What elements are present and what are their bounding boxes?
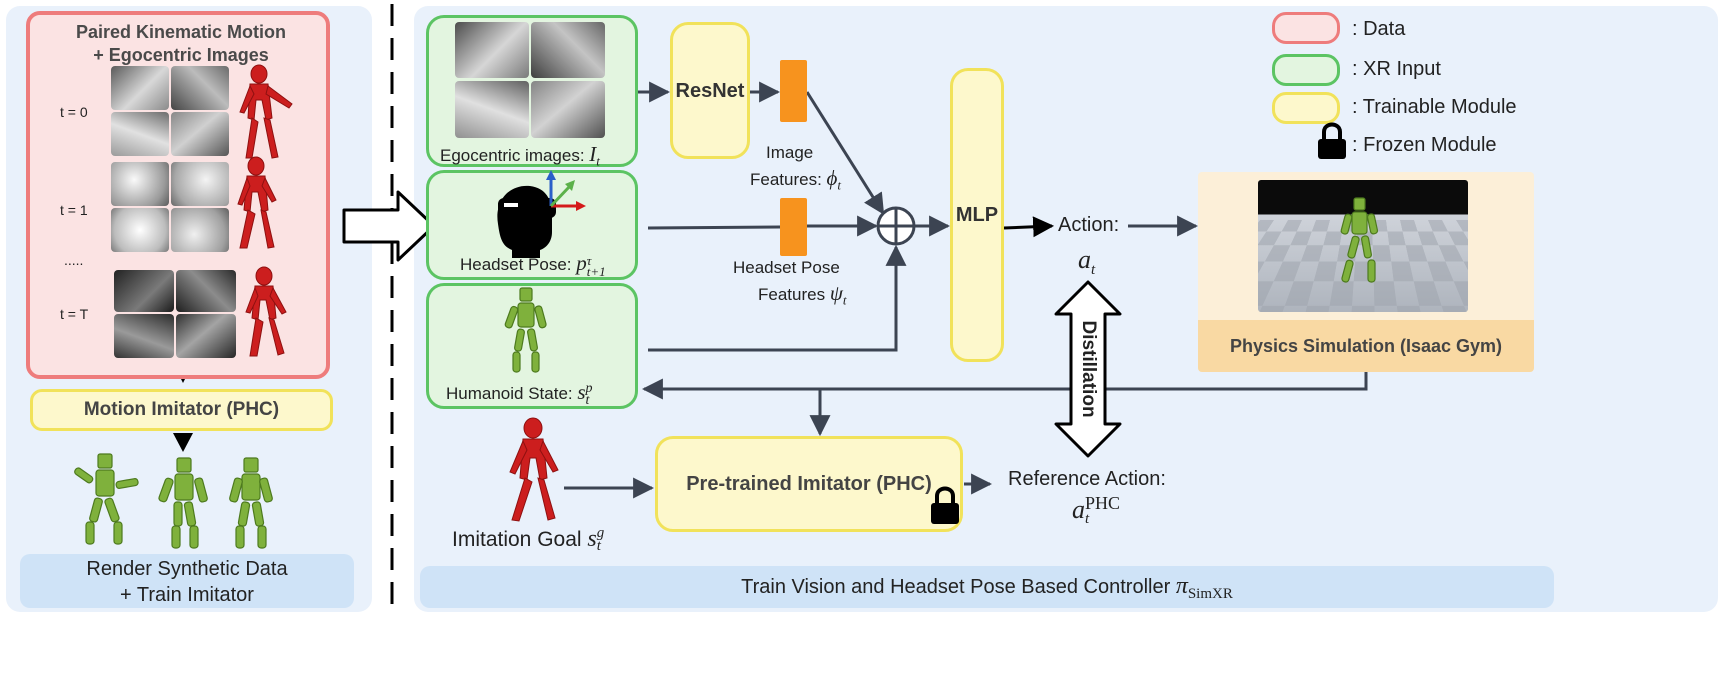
ego-images-label: Egocentric images: It <box>440 142 600 169</box>
pose-feature-bar <box>780 198 807 256</box>
down-arrow-2 <box>173 433 193 452</box>
mlp-label: MLP <box>955 204 999 226</box>
mlp-box <box>950 68 1004 362</box>
render-train-line-1: Render Synthetic Data <box>86 558 288 580</box>
physics-simulation-label: Physics Simulation (Isaac Gym) <box>1229 336 1503 356</box>
arrow-imgfeat-sum <box>805 91 885 215</box>
time-label-t0: t = 0 <box>60 104 88 120</box>
arrow-mlp-action <box>1003 216 1055 238</box>
pose-features-line-1: Headset Pose <box>733 258 840 277</box>
pretrained-imitator-box <box>655 436 963 532</box>
action-label: Action: <box>1058 214 1120 236</box>
time-label-dots: ..... <box>64 252 84 268</box>
legend-trainable-label: : Trainable Module <box>1352 96 1517 118</box>
render-train-line-2: + Train Imitator <box>120 584 254 606</box>
legend-xr-label: : XR Input <box>1352 58 1441 80</box>
time-label-tT: t = T <box>60 306 89 322</box>
big-hollow-arrow <box>342 190 436 262</box>
green-humanoid-2 <box>158 457 208 549</box>
pose-features-line-2: Features ψt <box>758 281 847 308</box>
red-humanoid-t0 <box>239 64 293 159</box>
motion-imitator-box <box>30 389 333 431</box>
physics-simulation-label-bar <box>1198 320 1534 372</box>
arrow-humanoid-sum <box>648 244 907 352</box>
legend-data-label: : Data <box>1352 18 1406 40</box>
green-humanoid-3 <box>229 457 273 549</box>
footer-bar <box>420 566 1554 608</box>
legend-data-swatch <box>1272 12 1340 44</box>
legend-xr-swatch <box>1272 54 1340 86</box>
pretrained-imitator-label: Pre-trained Imitator (PHC) <box>686 473 932 495</box>
arrow-feedback <box>641 372 1368 400</box>
data-box-title-2: + Egocentric Images <box>93 45 269 65</box>
data-box-title-1: Paired Kinematic Motion <box>75 22 287 42</box>
legend-trainable-swatch <box>1272 92 1340 124</box>
render-train-box <box>20 554 354 608</box>
image-features-line-1: Image <box>766 143 814 162</box>
distillation-double-arrow <box>1054 280 1122 458</box>
image-feature-bar <box>780 60 807 122</box>
action-symbol: at <box>1078 245 1096 279</box>
green-humanoid-1 <box>74 453 139 545</box>
resnet-label: ResNet <box>675 80 745 102</box>
time-label-t1: t = 1 <box>60 202 88 218</box>
red-humanoid-tT <box>245 266 287 357</box>
reference-action-label: Reference Action: <box>1008 468 1166 490</box>
motion-imitator-label: Motion Imitator (PHC) <box>83 399 280 420</box>
resnet-box <box>670 22 750 159</box>
legend-frozen-label: : Frozen Module <box>1352 134 1497 156</box>
red-humanoid-t1 <box>237 156 277 249</box>
image-features-line-2: Features: ϕt <box>750 166 842 193</box>
footer-label: Train Vision and Headset Pose Based Cont… <box>741 573 1233 602</box>
arrow-headset-posefeat <box>647 225 781 230</box>
